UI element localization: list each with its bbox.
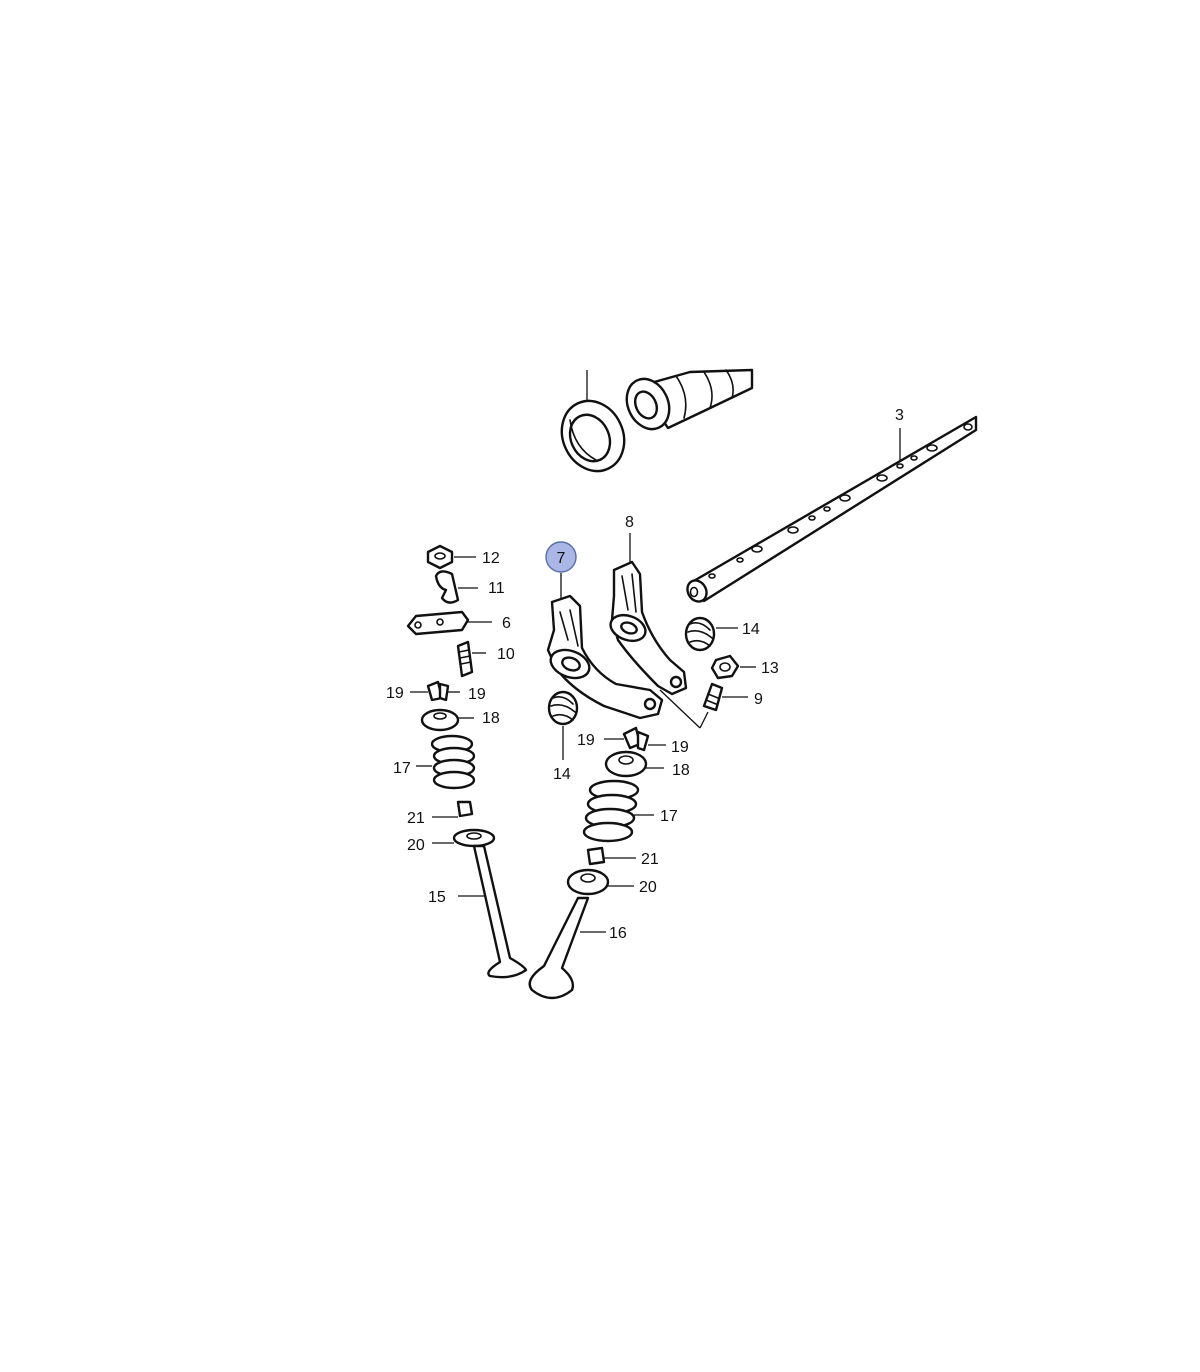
callout-16[interactable]: 16: [609, 925, 627, 942]
valve-spring-left-part: [416, 734, 476, 790]
valve-15-part: [458, 844, 528, 979]
seal-right-part: [586, 846, 636, 866]
screw-10-part: [456, 640, 486, 678]
clip-11-part: [434, 570, 478, 604]
callout-7[interactable]: 7: [557, 550, 566, 567]
callout-6[interactable]: 6: [502, 615, 511, 632]
adjusting-screw-9-part: [702, 682, 748, 712]
rocker-arm-right-part: [609, 533, 688, 696]
callout-21-right[interactable]: 21: [641, 851, 659, 868]
callout-17-left[interactable]: 17: [393, 760, 411, 777]
callout-19-left-a[interactable]: 19: [386, 685, 404, 702]
plate-6-part: [406, 610, 492, 636]
rocker-spring-left-part: [547, 690, 579, 760]
callout-20-left[interactable]: 20: [407, 837, 425, 854]
callout-18-right[interactable]: 18: [672, 762, 690, 779]
callout-10[interactable]: 10: [497, 646, 515, 663]
camshaft-part: [625, 368, 754, 431]
seat-left-part: [432, 828, 496, 848]
callout-17-right[interactable]: 17: [660, 808, 678, 825]
callout-15[interactable]: 15: [428, 889, 446, 906]
callout-14-right[interactable]: 14: [742, 621, 760, 638]
retainer-left-part: [420, 708, 474, 732]
callout-19-right-b[interactable]: 19: [671, 739, 689, 756]
callout-13[interactable]: 13: [761, 660, 779, 677]
callout-7-highlighted[interactable]: 7: [545, 541, 577, 573]
rocker-arm-shaft-part: [686, 415, 978, 603]
callout-11[interactable]: 11: [488, 580, 505, 597]
seat-right-part: [566, 868, 634, 896]
callout-19-left-b[interactable]: 19: [468, 686, 486, 703]
callout-18-left[interactable]: 18: [482, 710, 500, 727]
highlight-circle[interactable]: [545, 541, 577, 573]
seal-left-part: [432, 800, 474, 818]
oil-seal-part: [560, 370, 626, 473]
callout-9[interactable]: 9: [754, 691, 763, 708]
nut-13-part: [710, 654, 756, 680]
retainer-right-part: [604, 750, 664, 778]
valve-16-part: [528, 896, 606, 1000]
callout-20-right[interactable]: 20: [639, 879, 657, 896]
cotter-left-part: [410, 680, 460, 702]
rocker-arm-left-part: [546, 573, 664, 720]
cotter-right-part: [604, 726, 666, 752]
valve-spring-right-part: [582, 779, 654, 843]
callout-19-right-a[interactable]: 19: [577, 732, 595, 749]
callout-3[interactable]: 3: [895, 407, 904, 424]
nut-12-part: [426, 544, 476, 570]
rocker-spring-right-part: [684, 616, 738, 652]
callout-8[interactable]: 8: [625, 514, 634, 531]
callout-14-left[interactable]: 14: [553, 766, 571, 783]
callout-12[interactable]: 12: [482, 550, 500, 567]
callout-21-left[interactable]: 21: [407, 810, 425, 827]
